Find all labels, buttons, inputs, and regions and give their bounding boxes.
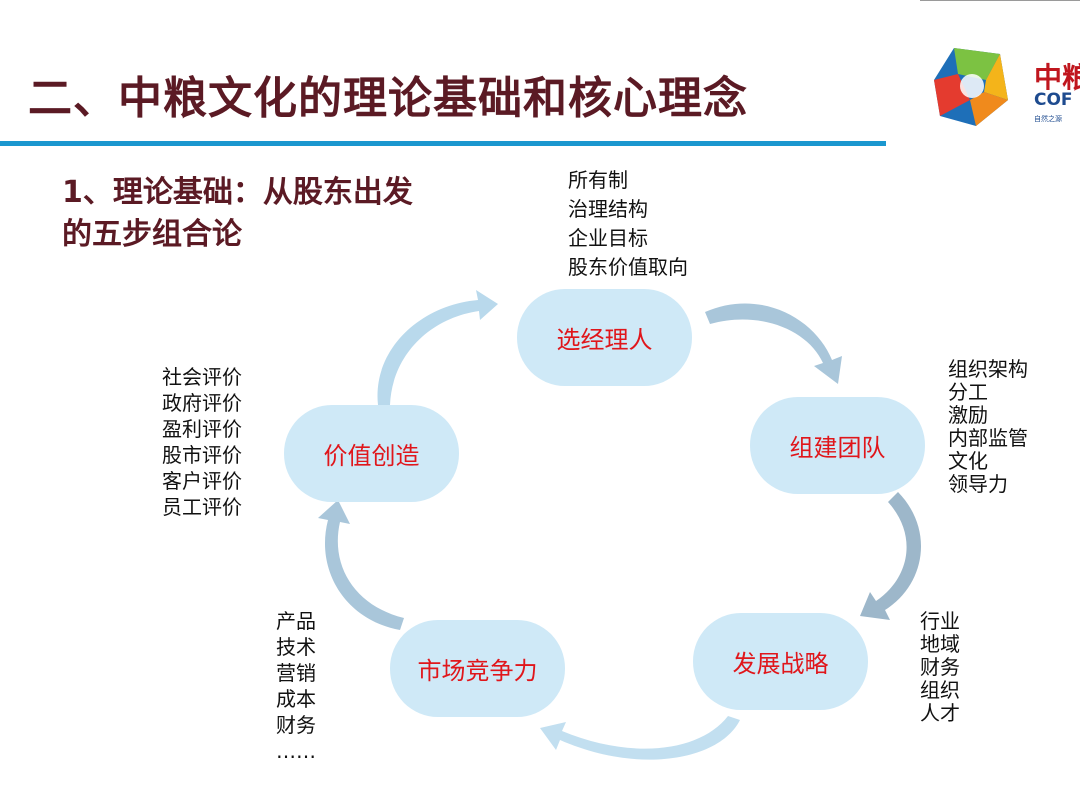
note-item: 营销 — [276, 661, 316, 685]
note-item: 组织 — [920, 678, 960, 702]
note-item: 社会评价 — [162, 365, 242, 389]
cycle-node-select-manager: 选经理人 — [517, 289, 692, 386]
top-divider — [920, 0, 1080, 1]
cycle-arrow-value-to-manager — [377, 290, 498, 405]
note-item: 政府评价 — [162, 391, 242, 415]
cycle-node-market-competitiveness: 市场竞争力 — [390, 620, 565, 717]
note-item: 成本 — [276, 687, 316, 711]
note-item: 员工评价 — [162, 495, 242, 519]
notes-market-competitiveness: 产品 技术 营销 成本 财务 …… — [276, 608, 316, 764]
note-item: 地域 — [920, 632, 960, 656]
logo-tagline: 自然之源 — [1034, 115, 1062, 123]
note-item: 所有制 — [568, 168, 628, 192]
cycle-arrow-market-to-value — [318, 500, 404, 630]
note-item: 激励 — [948, 403, 988, 427]
notes-build-team: 组织架构 分工 激励 内部监管 文化 领导力 — [948, 358, 1028, 496]
subtitle-line-2: 的五步组合论 — [62, 217, 242, 252]
cycle-node-strategy: 发展战略 — [693, 613, 868, 710]
cycle-node-value-creation: 价值创造 — [284, 405, 459, 502]
note-item: 股东价值取向 — [568, 255, 688, 279]
section-subtitle: 1、理论基础：从股东出发 的五步组合论 — [62, 172, 413, 256]
cofco-logo-icon — [934, 48, 1008, 126]
notes-select-manager: 所有制 治理结构 企业目标 股东价值取向 — [568, 166, 688, 282]
note-item: 治理结构 — [568, 197, 648, 221]
note-item: 领导力 — [948, 472, 1008, 496]
notes-value-creation: 社会评价 政府评价 盈利评价 股市评价 客户评价 员工评价 — [162, 364, 242, 520]
cycle-node-build-team: 组建团队 — [750, 397, 925, 494]
note-item: 客户评价 — [162, 469, 242, 493]
note-item: 技术 — [276, 635, 316, 659]
title-underline — [0, 141, 886, 146]
cycle-arrow-team-to-strategy — [860, 492, 922, 620]
note-item: …… — [276, 739, 316, 763]
note-item: 文化 — [948, 449, 988, 473]
cycle-arrow-manager-to-team — [705, 303, 842, 384]
slide-title: 二、中粮文化的理论基础和核心理念 — [28, 73, 748, 124]
cycle-arrow-strategy-to-market — [540, 716, 740, 760]
note-item: 财务 — [276, 713, 316, 737]
logo-text-en: COF — [1034, 90, 1073, 110]
subtitle-line-1: 1、理论基础：从股东出发 — [62, 175, 413, 210]
logo-text-cn: 中粮 — [1034, 61, 1080, 94]
note-item: 产品 — [276, 609, 316, 633]
note-item: 组织架构 — [948, 357, 1028, 381]
note-item: 企业目标 — [568, 226, 648, 250]
note-item: 分工 — [948, 380, 988, 404]
note-item: 行业 — [920, 609, 960, 633]
note-item: 盈利评价 — [162, 417, 242, 441]
note-item: 内部监管 — [948, 426, 1028, 450]
notes-strategy: 行业 地域 财务 组织 人才 — [920, 610, 960, 725]
note-item: 股市评价 — [162, 443, 242, 467]
note-item: 人才 — [920, 701, 960, 725]
note-item: 财务 — [920, 655, 960, 679]
